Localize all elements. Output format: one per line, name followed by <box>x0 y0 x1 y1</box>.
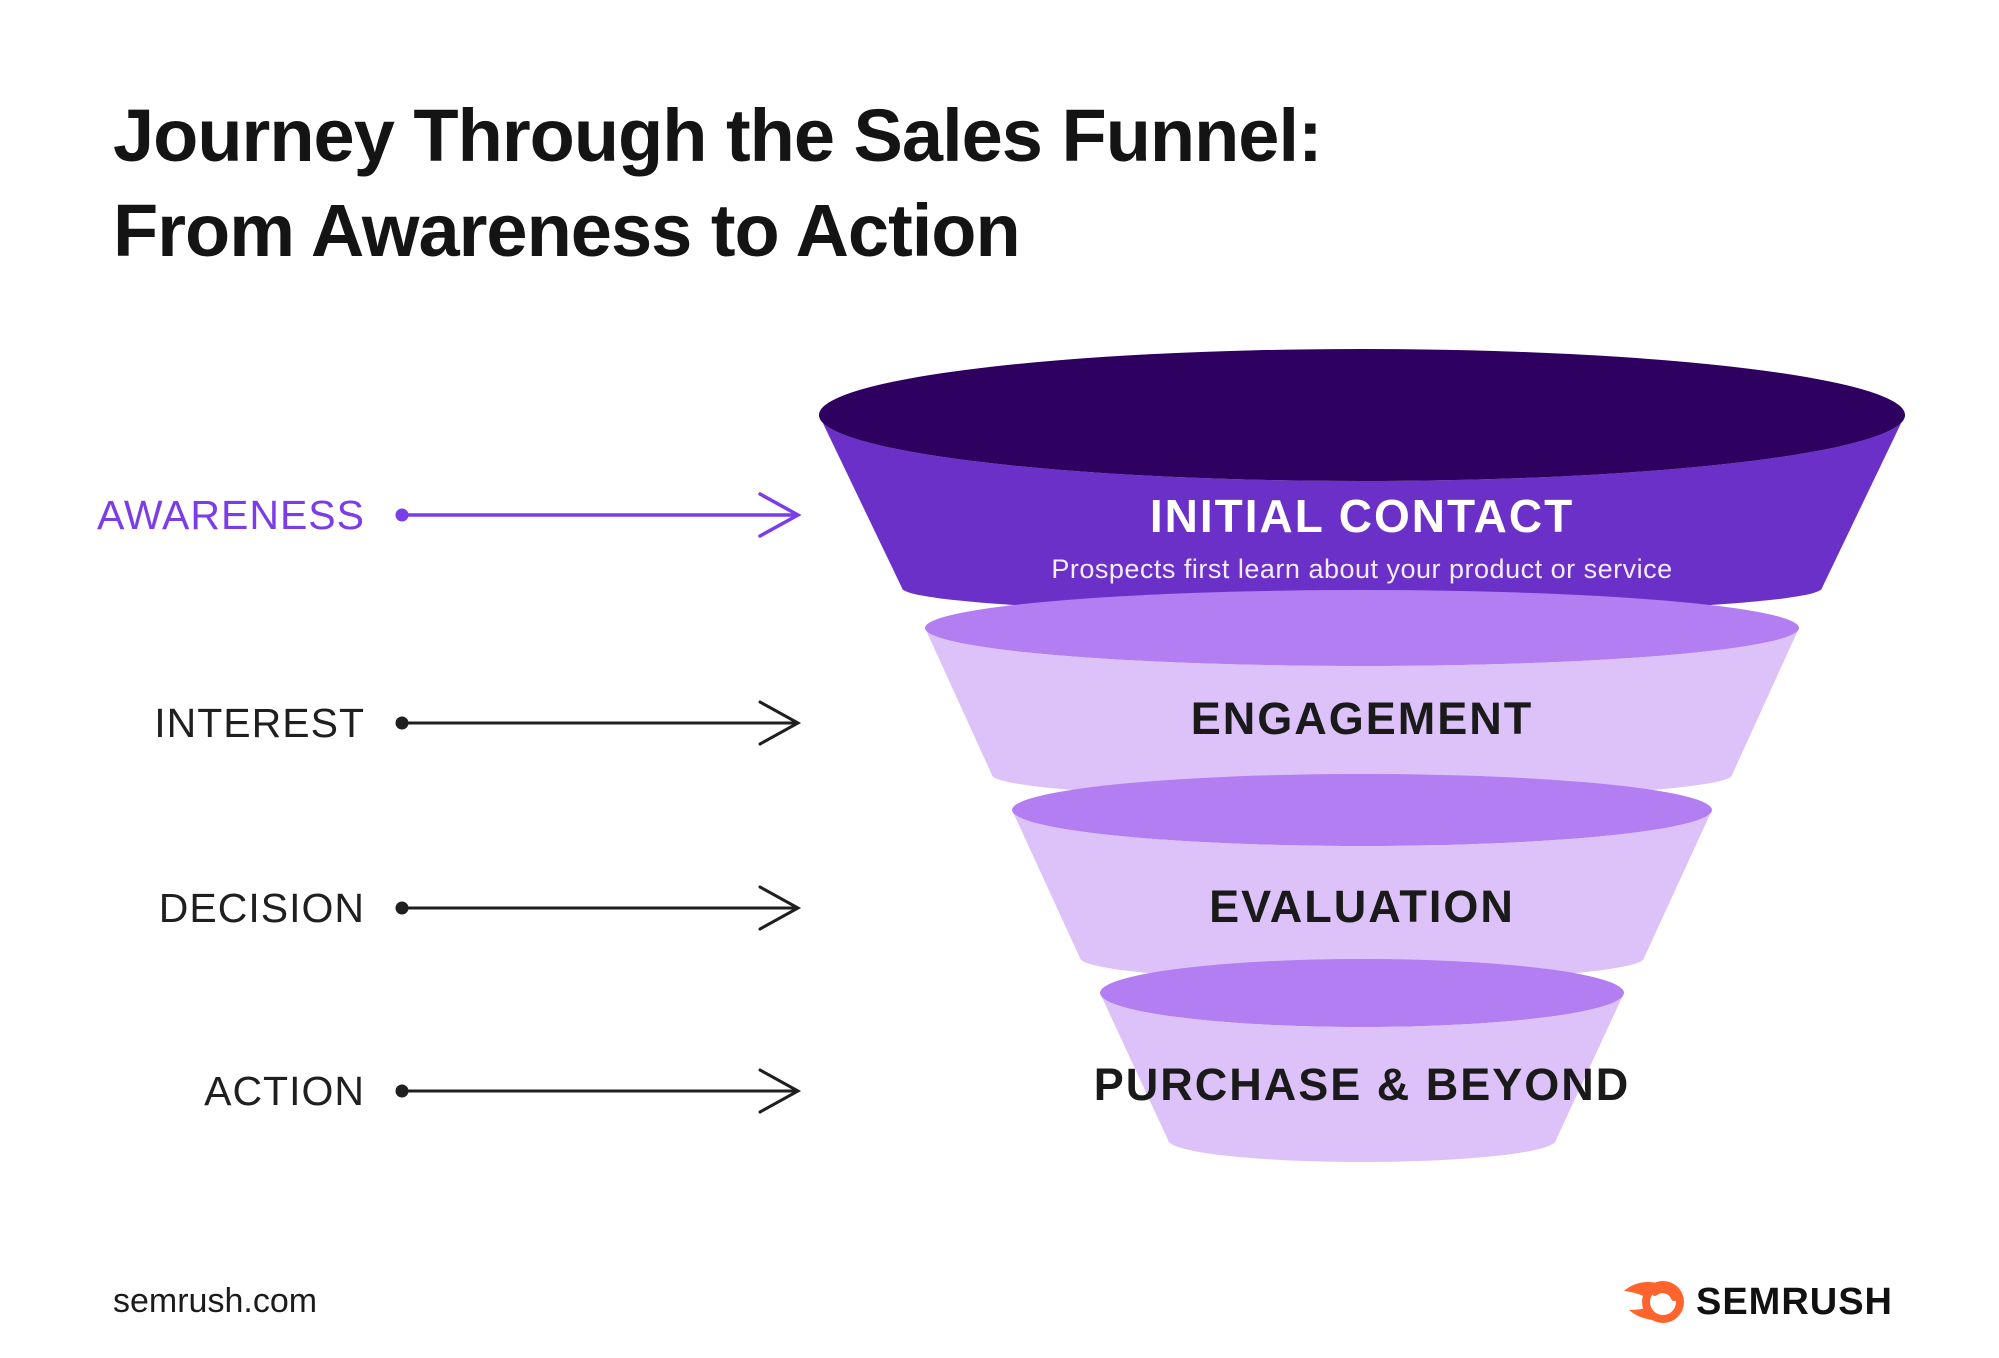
stage-label-interest: INTEREST <box>154 700 365 746</box>
funnel-stage-engagement: ENGAGEMENT <box>925 590 1799 799</box>
semrush-logo: SEMRUSH <box>1622 1278 1893 1326</box>
stage-label-awareness: AWARENESS <box>97 492 365 538</box>
funnel-stage1-body <box>819 415 1905 614</box>
arrow-action-icon <box>395 1068 802 1114</box>
funnel-stage2-title: ENGAGEMENT <box>1191 693 1534 744</box>
funnel-stage4-title: PURCHASE & BEYOND <box>1094 1059 1631 1110</box>
funnel-stage1-opening <box>819 349 1905 481</box>
funnel-stage-evaluation: EVALUATION <box>1012 774 1712 981</box>
page-title: Journey Through the Sales Funnel: From A… <box>113 88 1323 278</box>
stage-label-action: ACTION <box>204 1068 365 1114</box>
semrush-wordmark: SEMRUSH <box>1695 1280 1893 1323</box>
funnel-stage3-lip <box>1012 774 1712 846</box>
stage-label-decision: DECISION <box>158 885 365 931</box>
page-title-line1: Journey Through the Sales Funnel: <box>113 94 1323 177</box>
funnel-stage3-title: EVALUATION <box>1209 881 1515 932</box>
semrush-comet-icon <box>1623 1281 1684 1323</box>
funnel-stage4-body <box>1100 993 1624 1162</box>
stage-row-action: ACTION <box>0 1061 830 1121</box>
stage-row-interest: INTEREST <box>0 693 830 753</box>
funnel-stage1-title: INITIAL CONTACT <box>1150 490 1574 542</box>
stage-row-decision: DECISION <box>0 878 830 938</box>
funnel-stage4-lip <box>1100 959 1624 1027</box>
funnel-stage-initial-contact: INITIAL CONTACT Prospects first learn ab… <box>819 349 1905 614</box>
funnel-stage3-body <box>1012 810 1712 981</box>
arrow-interest-icon <box>395 700 802 746</box>
arrow-decision-icon <box>395 885 802 931</box>
arrow-awareness-icon <box>395 492 802 538</box>
funnel-stage1-subtitle: Prospects first learn about your product… <box>1051 554 1672 584</box>
website-url: semrush.com <box>113 1282 318 1320</box>
funnel-stage-purchase: PURCHASE & BEYOND <box>1094 959 1631 1162</box>
page-title-line2: From Awareness to Action <box>113 189 1021 272</box>
funnel-stage2-body <box>925 628 1799 799</box>
stage-row-awareness: AWARENESS <box>0 485 830 545</box>
funnel-stage2-lip <box>925 590 1799 666</box>
